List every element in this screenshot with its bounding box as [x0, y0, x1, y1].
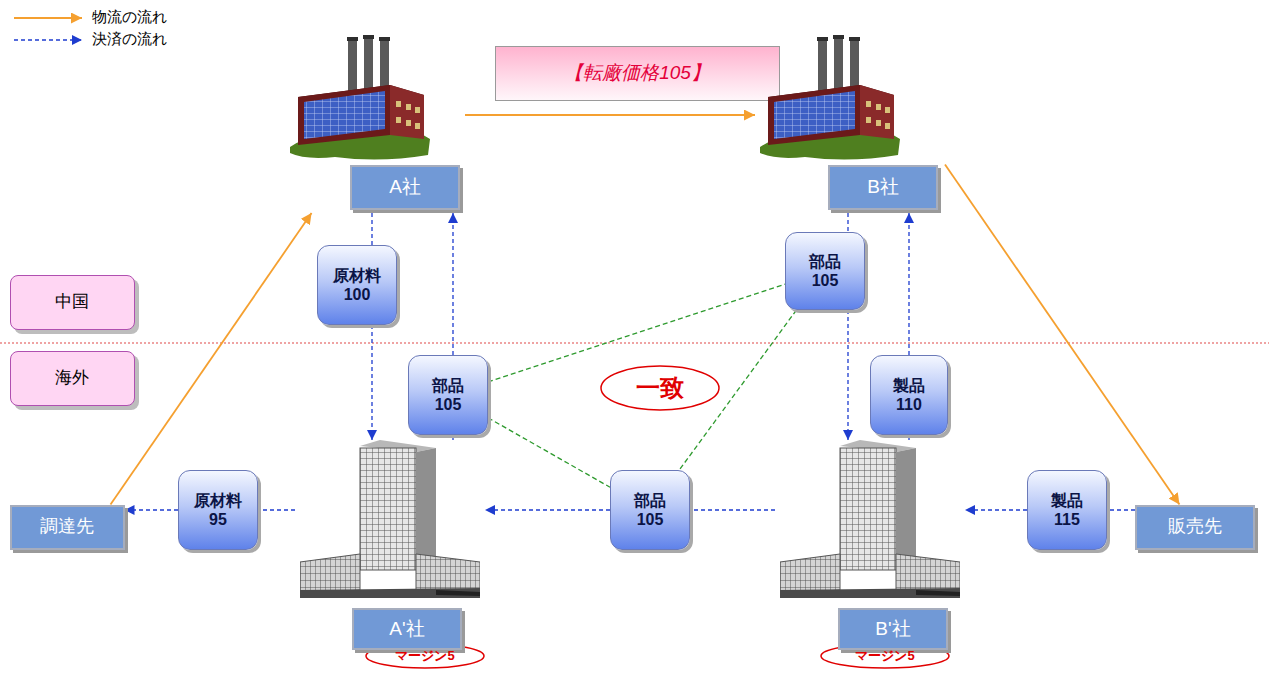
node-text: 【転廠価格105】	[564, 62, 710, 85]
legend-text: 決済の流れ	[92, 30, 167, 48]
node-text: B社	[867, 176, 899, 199]
name-box: B社	[828, 165, 938, 210]
node-text: 調達先	[40, 516, 94, 538]
factory-picture	[755, 35, 905, 165]
name-box: A'社	[352, 608, 462, 650]
node-text: 製品	[1051, 491, 1083, 510]
node-text: 部品	[432, 376, 464, 395]
legend-sample	[14, 39, 82, 40]
blue-connector	[847, 213, 848, 232]
legend-sample	[14, 17, 82, 19]
flow-bubble: 製品110	[870, 355, 948, 435]
office-picture	[295, 440, 485, 605]
flow-bubble: 原材料95	[178, 470, 258, 550]
blue-connector	[258, 509, 295, 510]
flow-bubble: 部品105	[408, 355, 488, 435]
flow-bubble: 部品105	[610, 470, 690, 550]
blue-connector	[908, 213, 909, 355]
name-box: A社	[350, 165, 460, 210]
blue-connector	[371, 325, 372, 440]
region-tag: 中国	[10, 275, 135, 330]
node-text: 95	[209, 510, 227, 529]
node-text: A社	[389, 176, 421, 199]
node-text: 110	[896, 395, 922, 414]
legend-text: 物流の流れ	[92, 8, 167, 26]
party-box: 販売先	[1135, 505, 1255, 550]
node-text: 100	[344, 285, 371, 304]
factory-site: A社	[285, 35, 465, 213]
blue-connector	[1107, 509, 1135, 510]
blue-connector	[452, 213, 453, 355]
node-text: 製品	[893, 376, 925, 395]
party-box: 調達先	[10, 505, 125, 550]
match-ellipse: 一致	[600, 365, 720, 411]
node-text: 部品	[809, 252, 841, 271]
node-text: マージン5	[395, 648, 454, 664]
node-text: 原材料	[194, 491, 242, 510]
blue-connector	[371, 213, 372, 245]
node-text: 海外	[55, 368, 89, 388]
border-line	[0, 342, 1269, 343]
orange-connector	[465, 114, 755, 116]
node-text: 105	[812, 271, 839, 290]
green-connector	[488, 418, 610, 487]
node-text: 原材料	[333, 266, 381, 285]
office-site: B'社	[775, 440, 965, 652]
orange-connector	[945, 165, 1179, 505]
flow-bubble: 製品115	[1027, 470, 1107, 550]
blue-connector	[452, 435, 453, 440]
node-text: 中国	[55, 292, 89, 312]
blue-connector	[908, 435, 909, 440]
region-tag: 海外	[10, 351, 135, 406]
node-text: 105	[637, 510, 664, 529]
blue-connector	[690, 509, 775, 510]
price-box: 【転廠価格105】	[495, 46, 780, 101]
blue-connector	[125, 509, 179, 510]
office-picture	[775, 440, 965, 605]
node-text: 部品	[634, 491, 666, 510]
node-text: B'社	[875, 618, 910, 641]
blue-connector	[847, 310, 848, 440]
office-site: A'社	[295, 440, 485, 652]
node-text: 115	[1054, 510, 1080, 529]
factory-picture	[285, 35, 435, 165]
flow-bubble: 部品105	[785, 232, 865, 310]
orange-connector	[111, 213, 312, 505]
blue-connector	[965, 509, 1027, 510]
name-box: B'社	[838, 608, 948, 650]
node-text: 一致	[636, 374, 684, 403]
flow-bubble: 原材料100	[317, 245, 397, 325]
factory-site: B社	[755, 35, 945, 213]
node-text: 105	[435, 395, 462, 414]
node-text: 販売先	[1168, 516, 1222, 538]
blue-connector	[485, 509, 610, 510]
node-text: マージン5	[855, 648, 914, 664]
node-text: A'社	[389, 618, 424, 641]
